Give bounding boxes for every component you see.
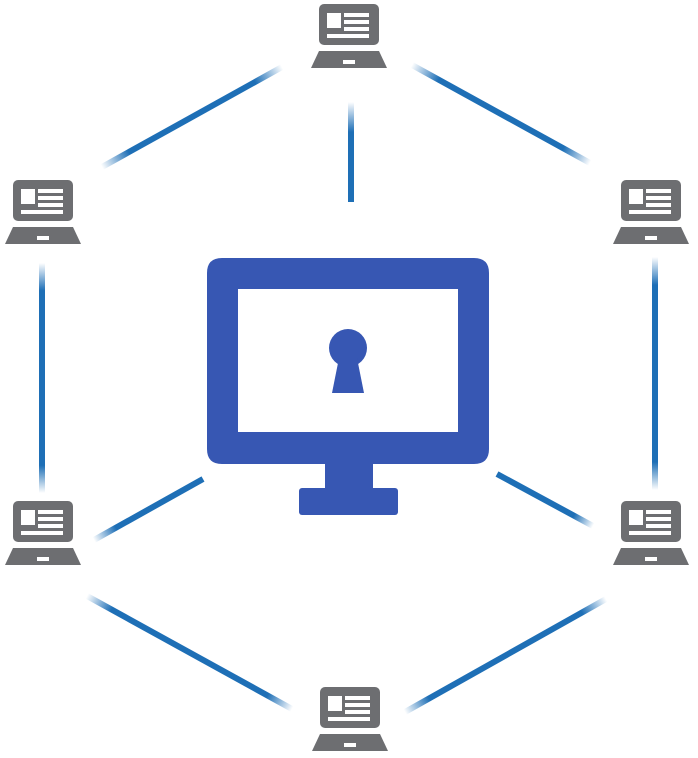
link-center-to-right-bottom xyxy=(495,471,595,529)
link-left-bottom-to-bottom xyxy=(85,593,294,712)
locked-monitor-icon xyxy=(207,258,489,515)
link-top-to-right-top xyxy=(410,62,592,166)
link-center-to-left-bottom xyxy=(92,476,205,543)
laptop-icon xyxy=(613,501,689,565)
keyhole-lock-icon xyxy=(329,329,367,393)
laptop-icon xyxy=(5,180,81,244)
laptop-icon xyxy=(5,501,81,565)
laptop-icon xyxy=(613,180,689,244)
laptop-icon xyxy=(312,687,388,751)
link-top-to-left-top xyxy=(100,64,284,170)
connection-lines xyxy=(39,62,658,715)
link-right-bottom-to-bottom xyxy=(403,596,608,715)
laptop-icon xyxy=(311,4,387,68)
